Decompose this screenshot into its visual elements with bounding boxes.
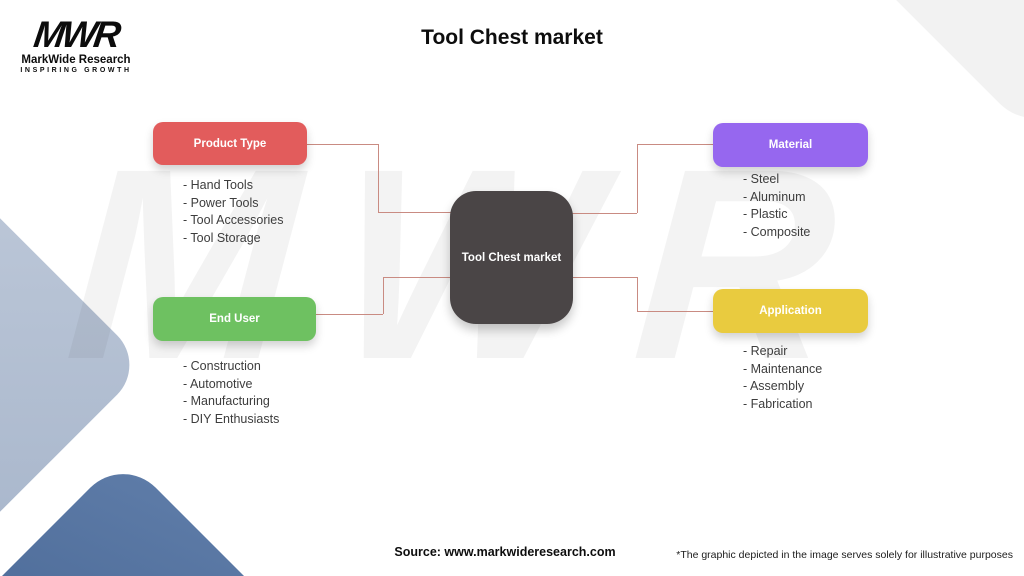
- segment-item: - Tool Storage: [183, 230, 261, 245]
- connector-line: [637, 144, 638, 213]
- segment-label: Product Type: [193, 137, 267, 150]
- connector-line: [637, 144, 713, 145]
- connector-line: [307, 144, 378, 145]
- segment-items-application: - Repair - Maintenance - Assembly - Fabr…: [743, 343, 822, 413]
- segment-item: - Aluminum: [743, 189, 806, 204]
- segment-item: - Automotive: [183, 376, 253, 391]
- connector-line: [383, 277, 384, 314]
- segment-item: - Repair: [743, 344, 788, 358]
- connector-line: [383, 277, 456, 278]
- segment-label: Application: [759, 305, 822, 317]
- page-title: Tool Chest market: [421, 26, 603, 49]
- segment-item: - Assembly: [743, 379, 805, 393]
- segment-item: - Plastic: [743, 207, 788, 221]
- segment-label: Material: [768, 139, 813, 151]
- decorative-diamond-dark: [0, 455, 321, 576]
- logo-tagline: INSPIRING GROWTH: [20, 67, 132, 74]
- segment-item: - Tool Accessories: [183, 213, 284, 227]
- segment-items-end-user: - Construction - Automotive - Manufactur…: [183, 358, 279, 428]
- segment-item: - Steel: [743, 172, 780, 186]
- connector-line: [316, 314, 383, 315]
- markwide-logo: MWR MarkWide Research INSPIRING GROWTH: [18, 14, 134, 74]
- segment-box-material: Material: [713, 123, 868, 167]
- connector-line: [567, 277, 637, 278]
- connector-line: [378, 212, 456, 213]
- segment-item: - Composite: [743, 224, 811, 239]
- segment-label: End User: [209, 313, 260, 325]
- connector-line: [567, 213, 637, 214]
- segment-box-application: Application: [713, 289, 868, 333]
- center-node-label: Tool Chest market: [461, 251, 562, 264]
- connector-line: [637, 311, 713, 312]
- segment-item: - Power Tools: [183, 195, 259, 210]
- segment-item: - Manufacturing: [183, 394, 270, 408]
- segment-item: - Maintenance: [743, 361, 823, 376]
- segment-item: - Fabrication: [743, 396, 813, 411]
- segment-item: - Construction: [183, 359, 261, 373]
- center-node: Tool Chest market: [450, 191, 573, 324]
- segment-item: - Hand Tools: [183, 178, 253, 192]
- segment-box-end-user: End User: [153, 297, 316, 341]
- source-text: Source: www.markwideresearch.com: [394, 545, 616, 559]
- segment-items-product-type: - Hand Tools - Power Tools - Tool Access…: [183, 177, 284, 247]
- connector-line: [637, 277, 638, 311]
- segment-box-product-type: Product Type: [153, 122, 307, 165]
- connector-line: [378, 144, 379, 212]
- disclaimer-text: *The graphic depicted in the image serve…: [676, 549, 1013, 561]
- segment-items-material: - Steel - Aluminum - Plastic - Composite: [743, 171, 810, 241]
- segment-item: - DIY Enthusiasts: [183, 411, 280, 426]
- logo-company-name: MarkWide Research: [21, 54, 131, 66]
